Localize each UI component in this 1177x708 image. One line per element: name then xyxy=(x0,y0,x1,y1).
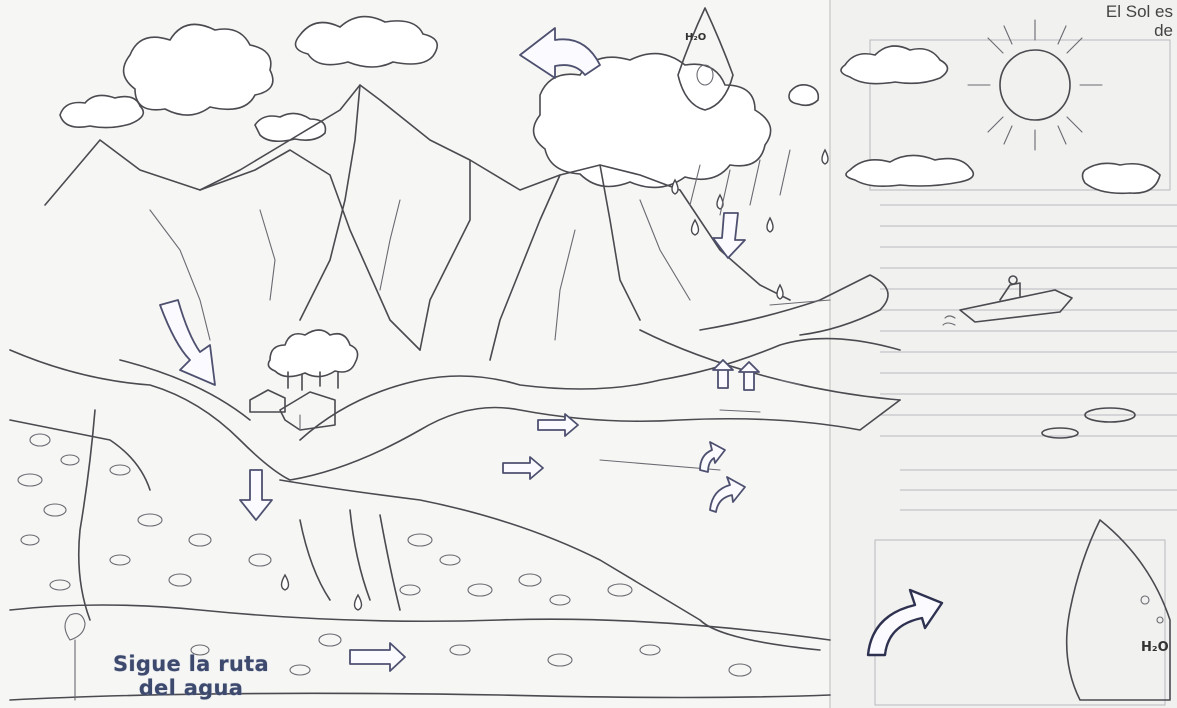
house-icon xyxy=(250,390,335,430)
corner-text-line-2: de xyxy=(1106,21,1173,40)
tree-icon xyxy=(268,330,357,390)
caption-line-1: Sigue la ruta xyxy=(113,652,269,676)
corner-text-line-1: El Sol es xyxy=(1106,2,1173,21)
right-page-text-fragment: El Sol es de xyxy=(1106,2,1173,40)
caption-line-2: del agua xyxy=(113,676,269,700)
caption: Sigue la ruta del agua xyxy=(113,652,269,700)
h2o-badge: H₂O xyxy=(685,32,705,43)
right-page-background xyxy=(830,0,1177,708)
h2o-badge-right: H₂O xyxy=(1141,640,1169,655)
